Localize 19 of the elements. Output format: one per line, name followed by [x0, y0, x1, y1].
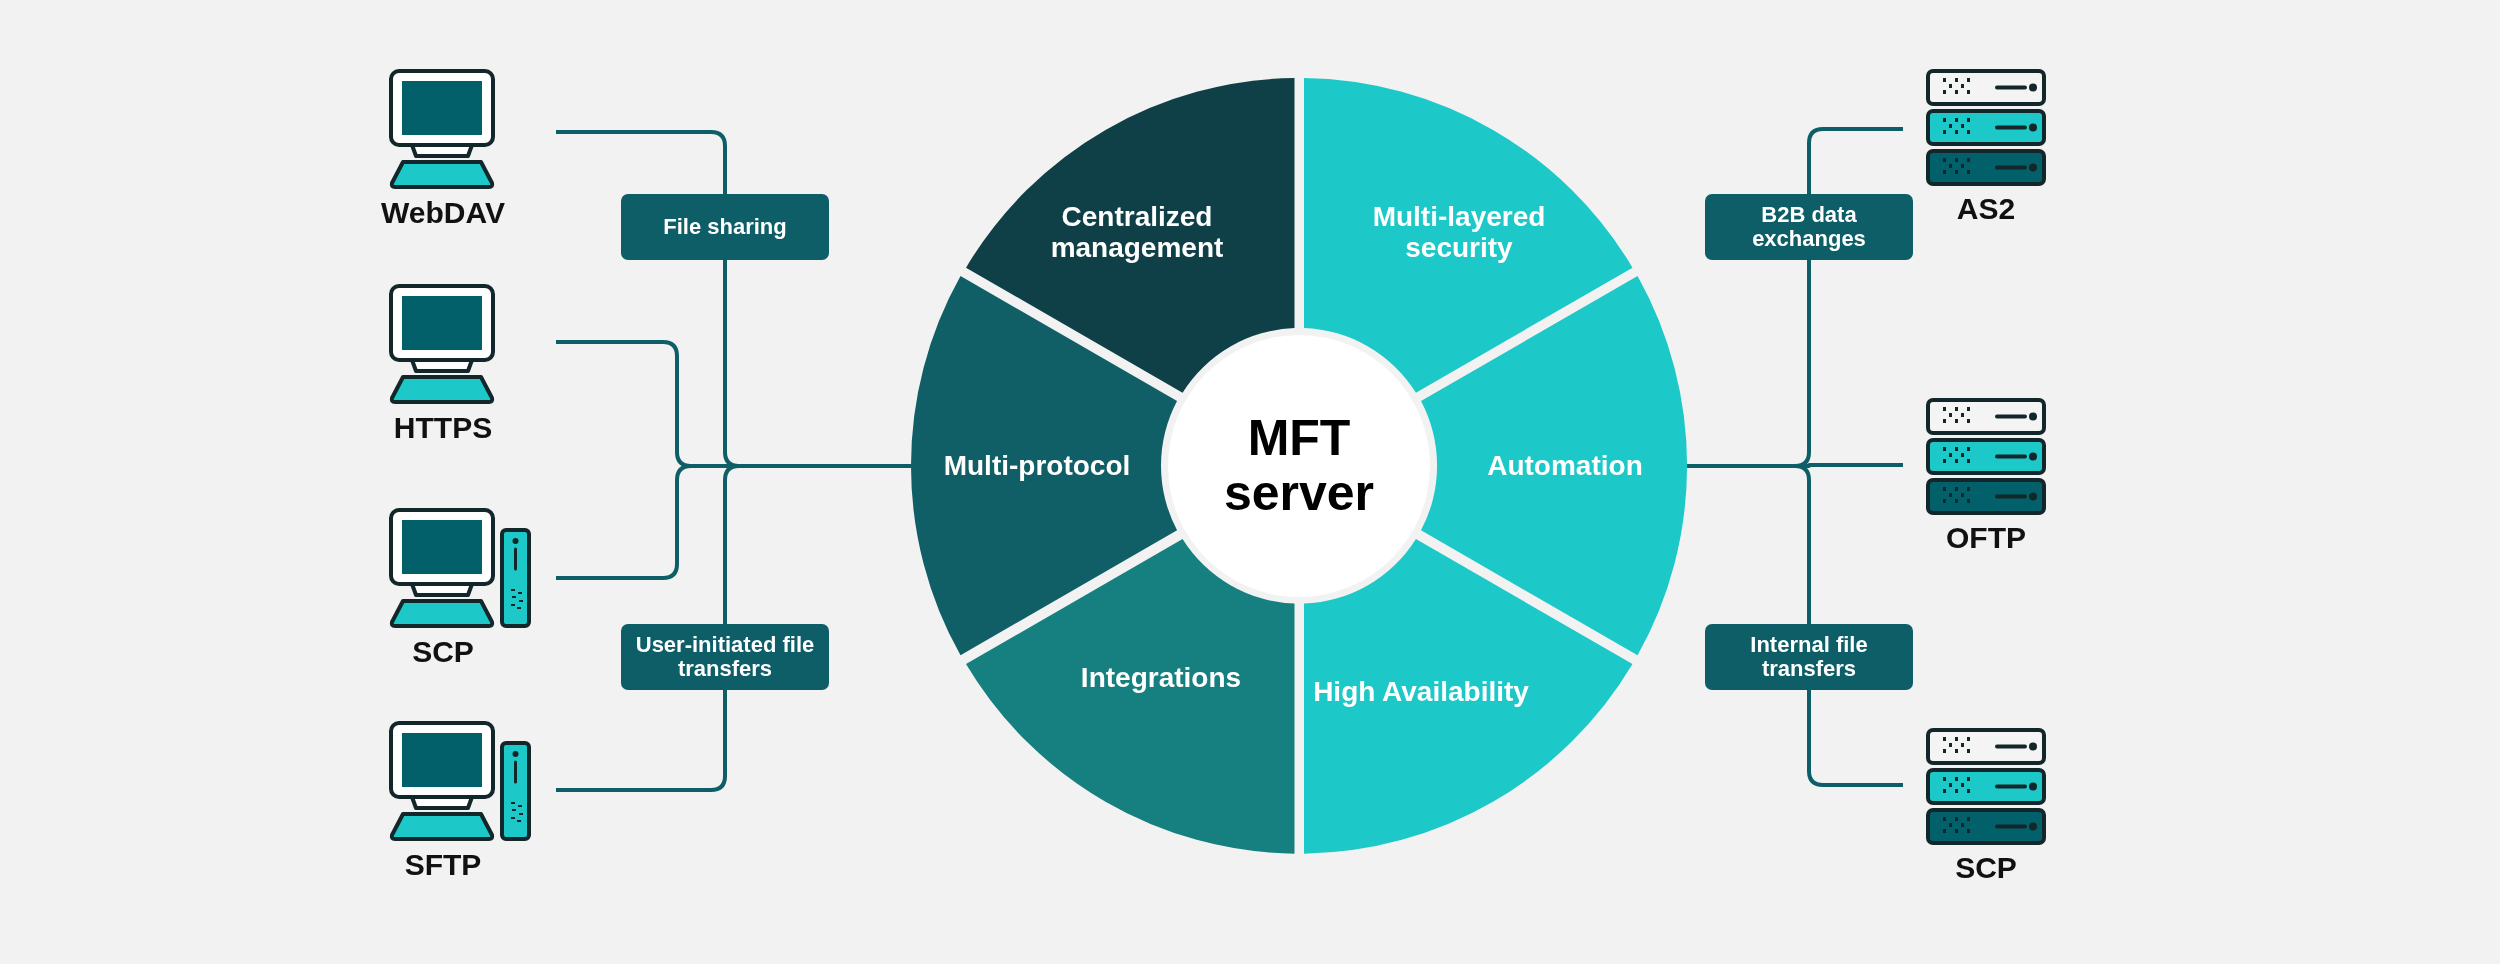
edge-label: B2B data exchanges	[1705, 194, 1913, 260]
device-label: SCP	[1954, 851, 2018, 884]
edge-label: Internal file transfers	[1705, 624, 1913, 690]
edge-label: User-initiated file transfers	[621, 624, 829, 690]
segment-label: Automation	[1486, 450, 1644, 482]
device-label: SFTP	[403, 848, 483, 881]
device-label: AS2	[1955, 192, 2017, 225]
device-label: WebDAV	[380, 196, 506, 229]
segment-label: Centralized management	[1049, 202, 1225, 264]
segment-label: High Availability	[1312, 676, 1530, 708]
device-label: HTTPS	[392, 411, 494, 444]
segment-label: Integrations	[1079, 662, 1243, 694]
edge-label: File sharing	[621, 194, 829, 260]
device-label: OFTP	[1945, 521, 2027, 554]
segment-label: Multi-protocol	[942, 450, 1132, 482]
center-label: MFT server	[1222, 411, 1376, 521]
connector-line	[1687, 464, 1903, 787]
device-label: SCP	[411, 635, 475, 668]
segment-label: Multi-layered security	[1371, 202, 1547, 264]
